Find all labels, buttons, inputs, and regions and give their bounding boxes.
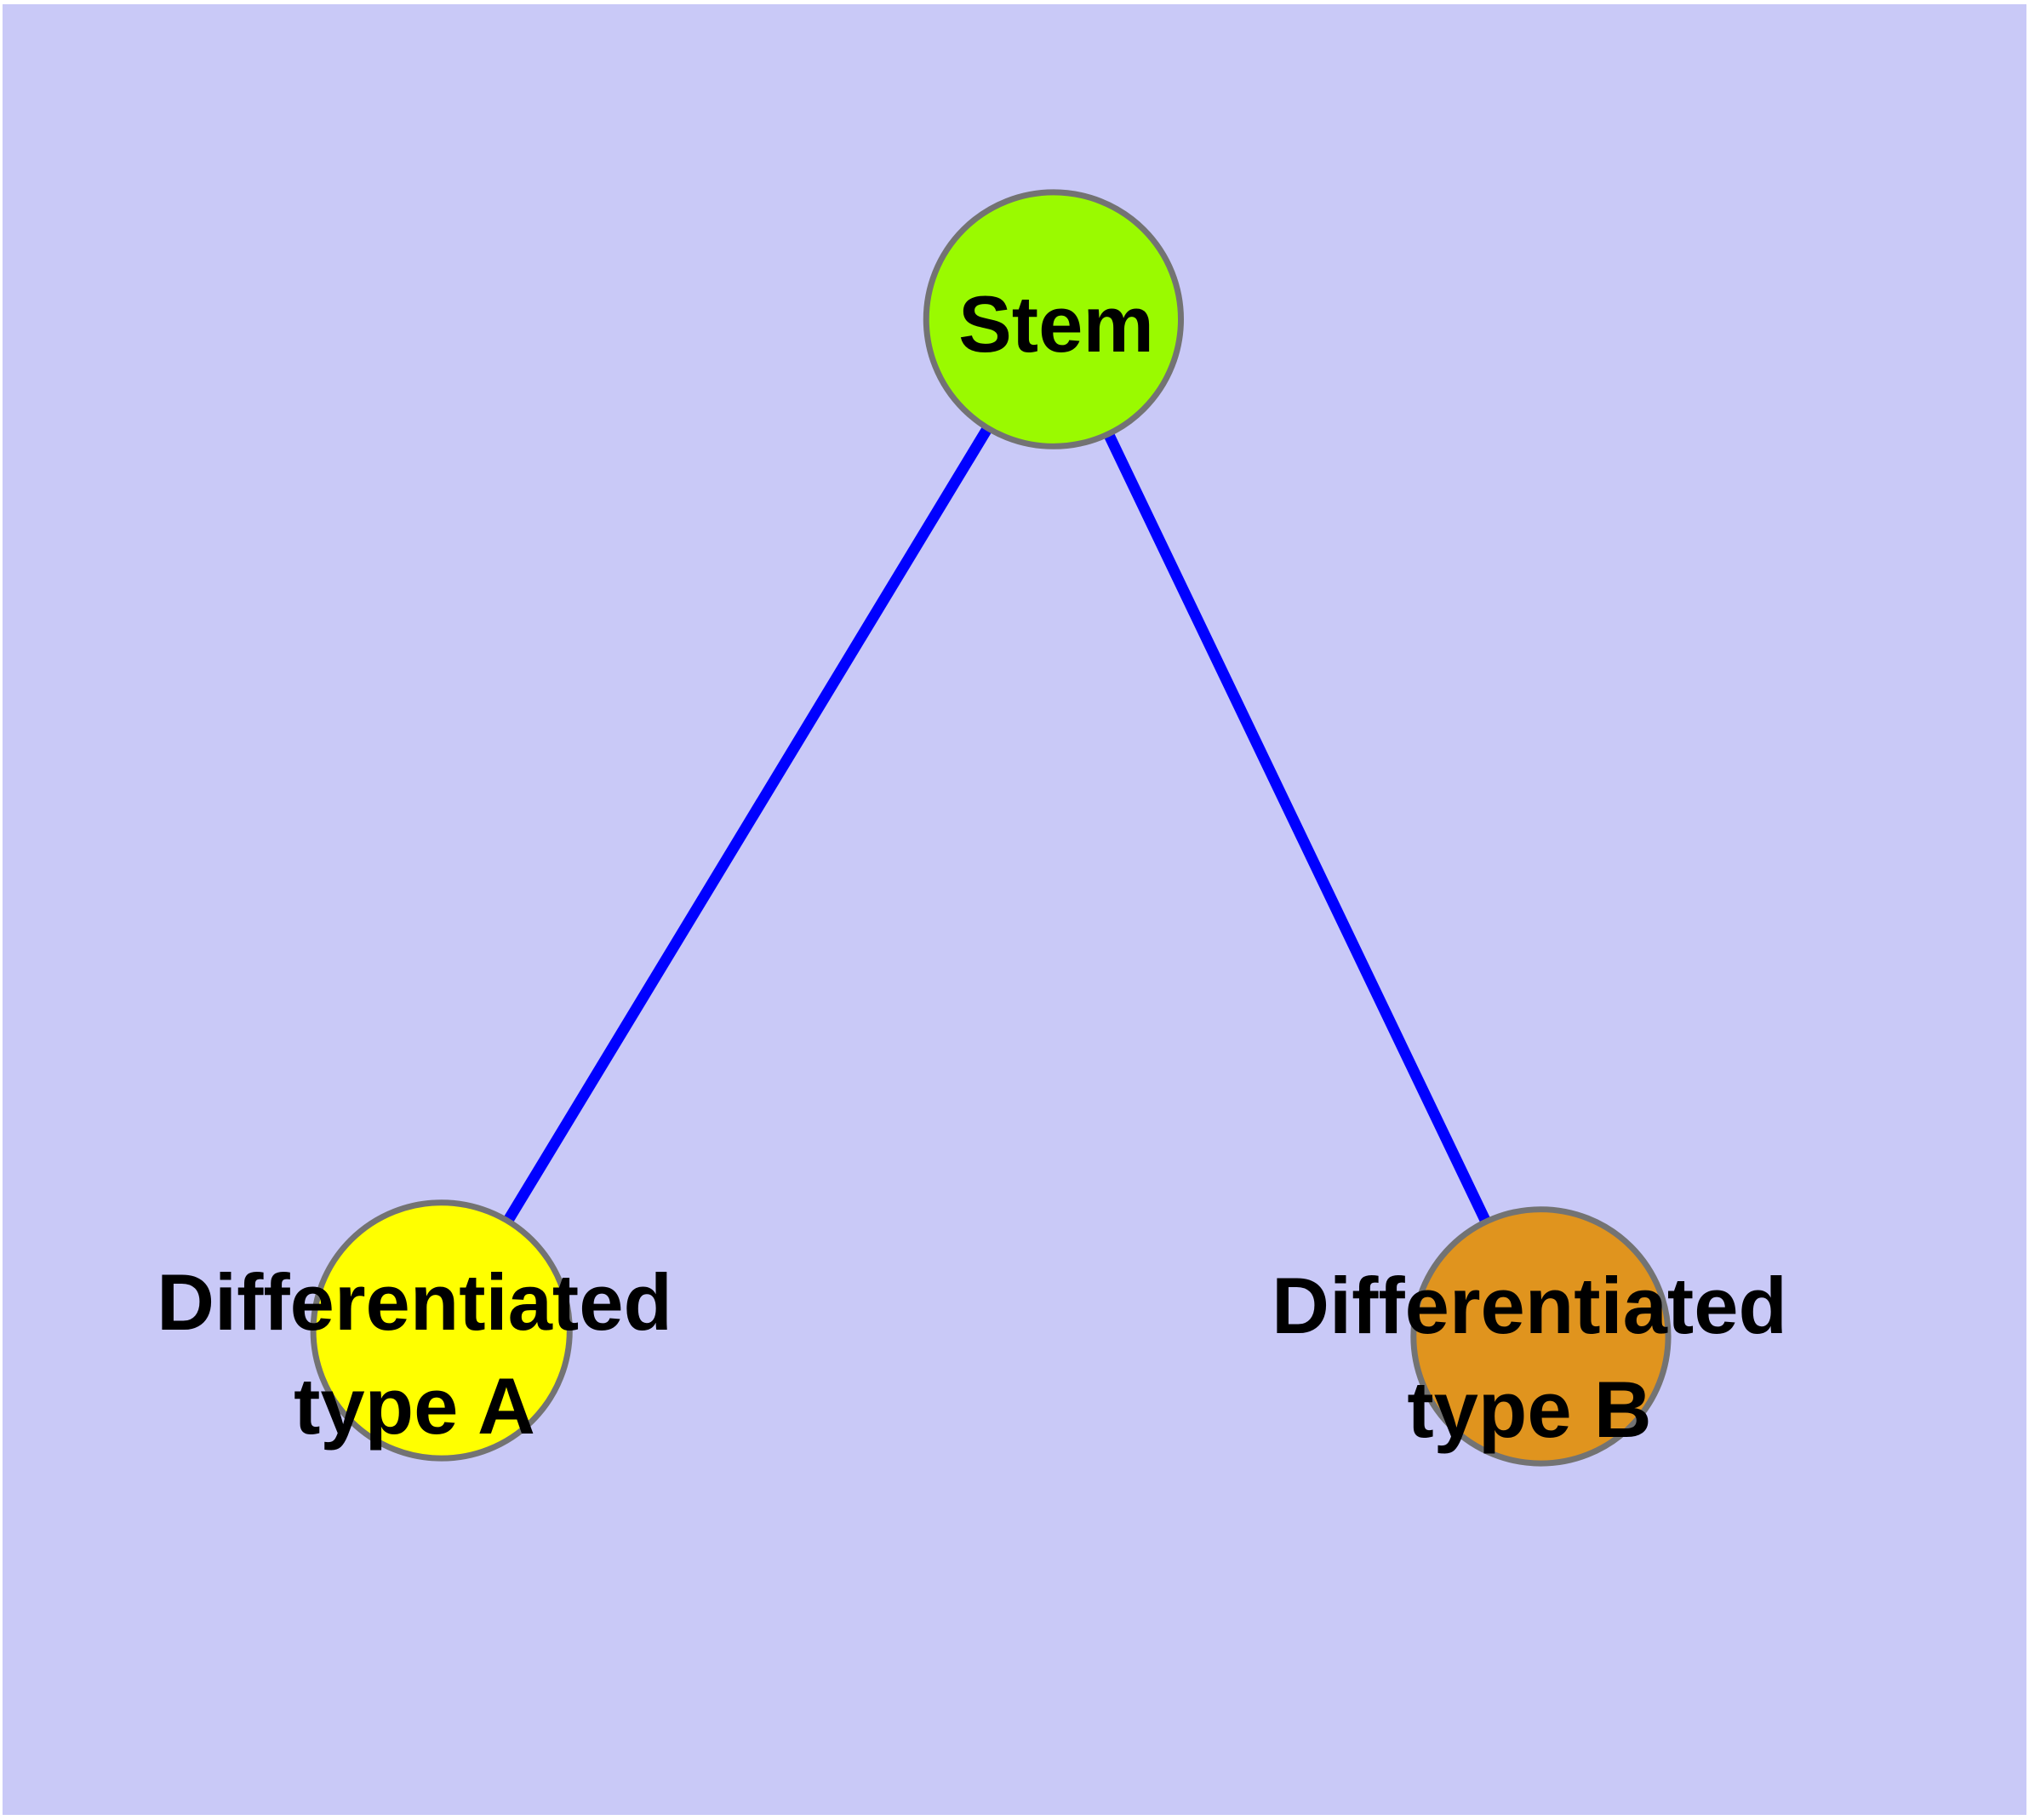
plot-background: Stem Differentiated type A Differentiate… xyxy=(3,4,2026,1815)
node-label-stem-line1: Stem xyxy=(958,278,1154,369)
edge-stem-to-type-a xyxy=(437,316,1059,1334)
graph-svg xyxy=(310,189,1672,1467)
node-label-type-b-line1: Differentiated xyxy=(1272,1260,1787,1350)
node-label-type-b: Differentiated type B xyxy=(1272,1254,1787,1462)
node-label-type-a: Differentiated type A xyxy=(157,1251,672,1458)
node-label-type-b-line2: type B xyxy=(1407,1365,1652,1454)
node-label-type-a-line2: type A xyxy=(294,1361,535,1451)
node-type-a-circle xyxy=(310,1199,573,1462)
node-label-stem: Stem xyxy=(958,272,1154,376)
node-label-type-a-line1: Differentiated xyxy=(157,1256,672,1347)
edge-stem-to-type-b xyxy=(1049,317,1546,1339)
node-type-b-circle xyxy=(1410,1206,1672,1467)
node-stem-circle xyxy=(923,189,1184,449)
